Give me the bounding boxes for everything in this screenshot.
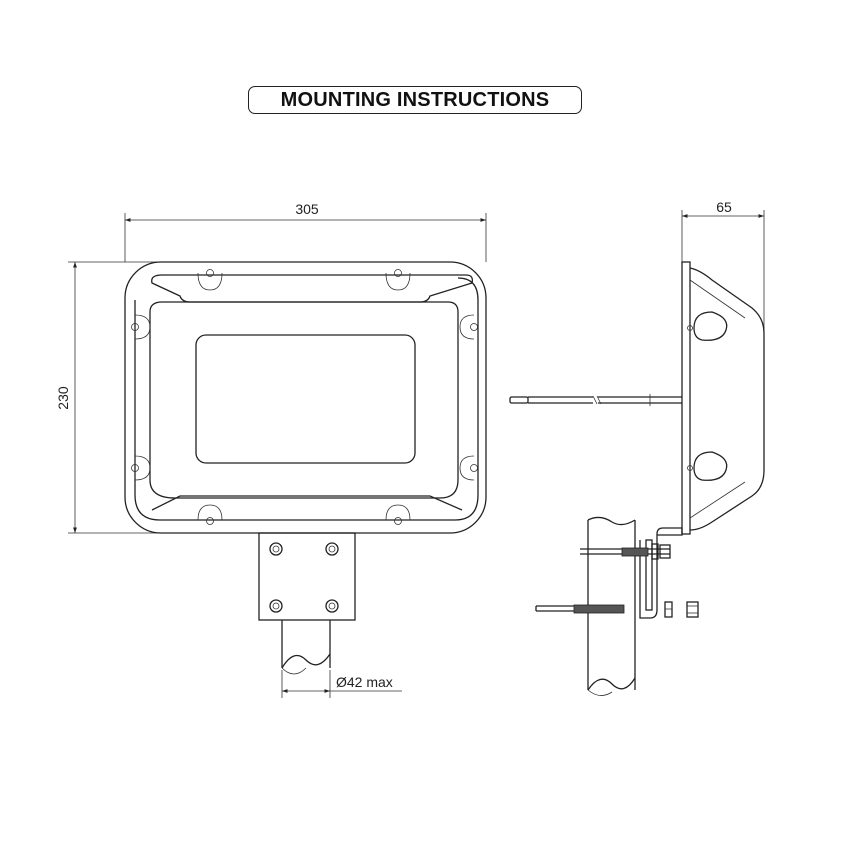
side-view: 65 [509,199,765,696]
housing-screws [131,269,478,525]
bracket-side [639,527,683,619]
hardware-washer-nut [664,601,699,618]
mounting-plate-front [258,532,356,621]
width-dimension: 305 [124,201,487,262]
cable [509,394,682,406]
page-title: MOUNTING INSTRUCTIONS [280,88,550,111]
height-dimension: 230 [55,261,160,534]
pole-diameter-dimension: Ø42 max [281,670,402,698]
front-view: 305 230 [55,201,487,698]
width-label: 305 [295,201,319,217]
pole-front [281,620,331,675]
title-box: MOUNTING INSTRUCTIONS [248,86,582,114]
depth-label: 65 [716,199,732,215]
pole-diameter-label: Ø42 max [336,674,393,690]
depth-dimension: 65 [681,199,765,330]
lower-u-bolt [535,604,625,614]
upper-u-bolt [580,543,671,560]
housing-side [681,261,765,535]
height-label: 230 [55,386,71,410]
housing-front [124,261,487,534]
